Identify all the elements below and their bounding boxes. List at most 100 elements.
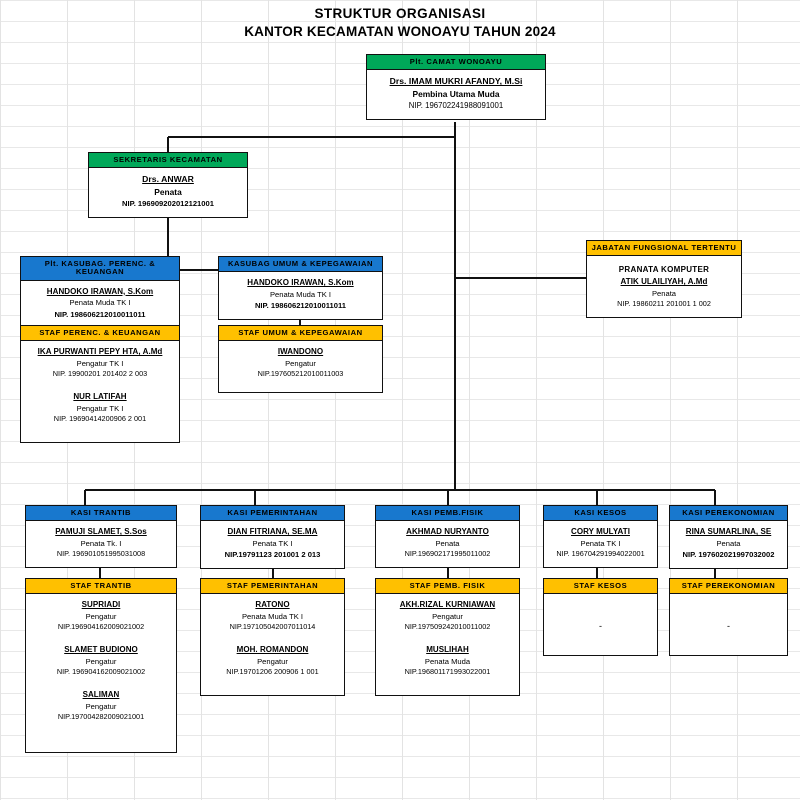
person-nip: NIP.196904162009021002: [57, 622, 145, 632]
person-name: Drs. ANWAR: [142, 174, 194, 185]
staf-perekonomian-placeholder: -: [727, 621, 730, 632]
node-kasi-kesos[interactable]: KASI KESOS CORY MULYATI Penata TK I NIP.…: [543, 505, 658, 569]
node-staf-trantib[interactable]: STAF TRANTIB SUPRIADI Pengatur NIP.19690…: [25, 578, 177, 753]
person-name: IWANDONO: [277, 347, 324, 357]
person-entry: AKHMAD NURYANTO Penata NIP.1969021719950…: [379, 526, 516, 560]
person-rank: Penata TK I: [580, 538, 621, 548]
person-nip: NIP. 198606212010011011: [254, 301, 347, 311]
node-kasi-trantib[interactable]: KASI TRANTIB PAMUJI SLAMET, S.Sos Penata…: [25, 505, 177, 569]
node-sekretaris[interactable]: SEKRETARIS KECAMATAN Drs. ANWAR Penata N…: [88, 152, 248, 218]
person-entry: MOH. ROMANDON Pengatur NIP.19701206 2009…: [204, 644, 341, 678]
node-kasubag-umum-header: KASUBAG UMUM & KEPEGAWAIAN: [219, 257, 382, 273]
node-camat-body: Drs. IMAM MUKRI AFANDY, M.Si Pembina Uta…: [367, 70, 545, 119]
person-nip: NIP.196801171993022001: [404, 667, 491, 677]
person-rank: Penata: [154, 186, 182, 197]
person-entry: HANDOKO IRAWAN, S.Kom Penata Muda TK I N…: [24, 286, 176, 320]
person-rank: Pembina Utama Muda: [412, 88, 500, 99]
person-rank: Penata: [716, 538, 741, 548]
node-kasubag-perenc-body: HANDOKO IRAWAN, S.Kom Penata Muda TK I N…: [21, 281, 179, 327]
person-rank: Penata Muda: [424, 656, 471, 666]
person-rank: Pengatur: [85, 611, 117, 621]
person-rank: Penata: [435, 538, 460, 548]
person-nip: NIP.197004282009021001: [57, 712, 145, 722]
node-staf-kesos-header: STAF KESOS: [544, 579, 657, 595]
node-kasi-perekonomian[interactable]: KASI PEREKONOMIAN RINA SUMARLINA, SE Pen…: [669, 505, 788, 569]
node-staf-pemerintahan-body: RATONO Penata Muda TK I NIP.197105042007…: [201, 594, 344, 685]
person-rank: Pengatur: [432, 611, 463, 621]
person-entry: SLAMET BUDIONO Pengatur NIP. 19690416200…: [29, 644, 173, 678]
node-camat[interactable]: Plt. CAMAT WONOAYU Drs. IMAM MUKRI AFAND…: [366, 54, 546, 121]
node-kasi-pemb-fisik[interactable]: KASI PEMB.FISIK AKHMAD NURYANTO Penata N…: [375, 505, 520, 569]
node-sekretaris-header: SEKRETARIS KECAMATAN: [89, 153, 247, 169]
person-name: DIAN FITRIANA, SE.MA: [227, 527, 318, 537]
person-nip: NIP. 19900201 201402 2 003: [52, 369, 148, 379]
person-nip: NIP. 196901051995031008: [56, 549, 146, 559]
person-entry: AKH.RIZAL KURNIAWAN Pengatur NIP.1975092…: [379, 599, 516, 633]
node-camat-header: Plt. CAMAT WONOAYU: [367, 55, 545, 71]
person-nip: NIP.197605212010011003: [257, 369, 344, 379]
person-entry: RATONO Penata Muda TK I NIP.197105042007…: [204, 599, 341, 633]
person-nip: NIP. 196904162009021002: [56, 667, 146, 677]
person-entry: IWANDONO Pengatur NIP.197605212010011003: [222, 346, 379, 380]
person-rank: Penata Muda TK I: [269, 289, 332, 299]
node-staf-kesos-body: -: [544, 594, 657, 636]
node-kasubag-perenc-keuangan[interactable]: Plt. KASUBAG. PERENC. & KEUANGAN HANDOKO…: [20, 256, 180, 329]
node-jabatan-fungsional-tertentu[interactable]: JABATAN FUNGSIONAL TERTENTU PRANATA KOMP…: [586, 240, 742, 319]
node-kasi-perekonomian-body: RINA SUMARLINA, SE Penata NIP. 197602021…: [670, 521, 787, 567]
person-name: HANDOKO IRAWAN, S.Kom: [247, 278, 354, 288]
person-nip: NIP. 197602021997032002: [682, 550, 775, 560]
person-entry: Drs. ANWAR Penata NIP. 19690920201212100…: [92, 173, 244, 209]
title-line-1: STRUKTUR ORGANISASI: [314, 6, 486, 21]
staf-kesos-placeholder: -: [599, 621, 602, 632]
node-staf-perekonomian-header: STAF PEREKONOMIAN: [670, 579, 787, 595]
person-rank: Pengatur TK I: [76, 403, 124, 413]
person-name: ATIK ULAILIYAH, A.Md: [620, 277, 708, 287]
node-staf-pemb-fisik-header: STAF PEMB. FISIK: [376, 579, 519, 595]
node-kasubag-perenc-header: Plt. KASUBAG. PERENC. & KEUANGAN: [21, 257, 179, 281]
person-nip: NIP.196902171995011002: [404, 549, 491, 559]
person-entry: SALIMAN Pengatur NIP.197004282009021001: [29, 689, 173, 723]
node-staf-pemb-fisik[interactable]: STAF PEMB. FISIK AKH.RIZAL KURNIAWAN Pen…: [375, 578, 520, 696]
node-staf-trantib-body: SUPRIADI Pengatur NIP.196904162009021002…: [26, 594, 176, 730]
person-nip: NIP. 19690414200906 2 001: [53, 414, 147, 424]
person-entry: DIAN FITRIANA, SE.MA Penata TK I NIP.197…: [204, 526, 341, 560]
person-nip: NIP.197105042007011014: [229, 622, 316, 632]
chart-title: STRUKTUR ORGANISASI KANTOR KECAMATAN WON…: [0, 6, 800, 39]
node-staf-perekonomian[interactable]: STAF PEREKONOMIAN -: [669, 578, 788, 656]
node-kasi-kesos-body: CORY MULYATI Penata TK I NIP. 1967042919…: [544, 521, 657, 567]
node-jabatan-fungsional-body: PRANATA KOMPUTER ATIK ULAILIYAH, A.Md Pe…: [587, 256, 741, 317]
person-entry: IKA PURWANTI PEPY HTA, A.Md Pengatur TK …: [24, 346, 176, 380]
person-rank: Pengatur: [285, 358, 316, 368]
person-rank: Pengatur: [85, 656, 117, 666]
node-staf-perenc-keuangan[interactable]: STAF PERENC. & KEUANGAN IKA PURWANTI PEP…: [20, 325, 180, 443]
person-rank: Penata Tk. I: [80, 538, 122, 548]
node-staf-perekonomian-body: -: [670, 594, 787, 636]
person-name: IKA PURWANTI PEPY HTA, A.Md: [37, 347, 163, 357]
node-kasi-perekonomian-header: KASI PEREKONOMIAN: [670, 506, 787, 522]
person-name: CORY MULYATI: [571, 527, 630, 537]
person-rank: Penata TK I: [252, 538, 293, 548]
person-name: AKH.RIZAL KURNIAWAN: [399, 600, 496, 610]
node-jabatan-fungsional-header: JABATAN FUNGSIONAL TERTENTU: [587, 241, 741, 257]
person-name: HANDOKO IRAWAN, S.Kom: [46, 286, 154, 296]
person-name: SUPRIADI: [81, 600, 121, 610]
person-rank: Penata Muda TK I: [69, 298, 131, 308]
node-kasubag-umum-body: HANDOKO IRAWAN, S.Kom Penata Muda TK I N…: [219, 272, 382, 318]
node-staf-pemerintahan[interactable]: STAF PEMERINTAHAN RATONO Penata Muda TK …: [200, 578, 345, 696]
node-staf-kesos[interactable]: STAF KESOS -: [543, 578, 658, 656]
node-kasubag-umum-kepegawaian[interactable]: KASUBAG UMUM & KEPEGAWAIAN HANDOKO IRAWA…: [218, 256, 383, 320]
node-kasi-trantib-body: PAMUJI SLAMET, S.Sos Penata Tk. I NIP. 1…: [26, 521, 176, 567]
person-entry: SUPRIADI Pengatur NIP.196904162009021002: [29, 599, 173, 633]
person-name: NUR LATIFAH: [73, 392, 127, 402]
person-nip: NIP. 198606212010011011: [54, 309, 146, 319]
node-kasi-pemb-fisik-header: KASI PEMB.FISIK: [376, 506, 519, 522]
person-entry: PAMUJI SLAMET, S.Sos Penata Tk. I NIP. 1…: [29, 526, 173, 560]
person-entry: NUR LATIFAH Pengatur TK I NIP. 196904142…: [24, 391, 176, 425]
person-rank: Pengatur TK I: [76, 358, 124, 368]
node-kasi-pemerintahan[interactable]: KASI PEMERINTAHAN DIAN FITRIANA, SE.MA P…: [200, 505, 345, 569]
node-staf-umum-header: STAF UMUM & KEPEGAWAIAN: [219, 326, 382, 342]
person-name: MOH. ROMANDON: [236, 645, 309, 655]
node-staf-umum-kepegawaian[interactable]: STAF UMUM & KEPEGAWAIAN IWANDONO Pengatu…: [218, 325, 383, 393]
person-nip: NIP.19701206 200906 1 001: [226, 667, 319, 677]
node-kasi-pemerintahan-body: DIAN FITRIANA, SE.MA Penata TK I NIP.197…: [201, 521, 344, 567]
